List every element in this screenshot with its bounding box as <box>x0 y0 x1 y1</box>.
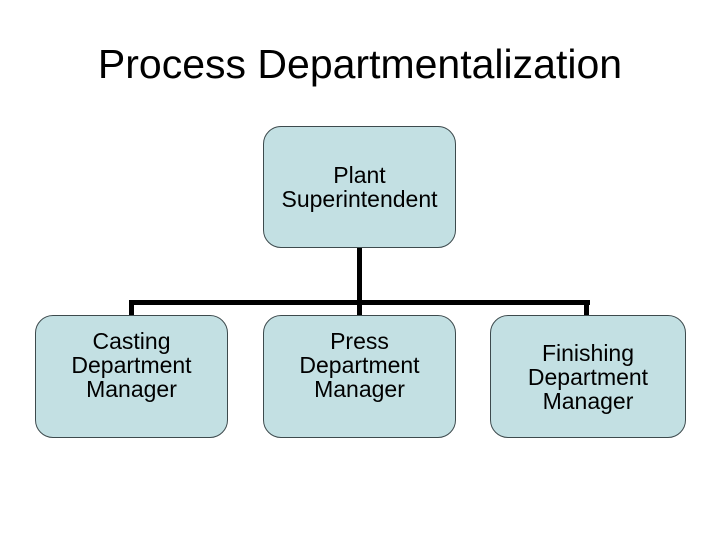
node-label: Casting Department Manager <box>71 329 191 401</box>
node-label-line: Manager <box>314 376 405 402</box>
connector-drop-casting <box>129 300 134 315</box>
node-label-line: Manager <box>86 376 177 402</box>
connector-drop-finishing <box>584 300 589 315</box>
connector-root-stem <box>357 248 362 315</box>
node-label-line: Department <box>299 352 420 378</box>
org-node-press-department-manager: Press Department Manager <box>263 315 456 438</box>
node-label-line: Department <box>71 352 192 378</box>
org-node-finishing-department-manager: Finishing Department Manager <box>490 315 686 438</box>
node-label: Finishing Department Manager <box>528 341 648 413</box>
node-label-line: Plant <box>333 162 386 188</box>
org-node-plant-superintendent: Plant Superintendent <box>263 126 456 248</box>
node-label: Press Department Manager <box>299 329 419 401</box>
slide-title: Process Departmentalization <box>97 41 623 87</box>
node-label-line: Press <box>330 328 389 354</box>
node-label-line: Department <box>527 363 649 390</box>
node-label-line: Superintendent <box>281 186 438 212</box>
node-label-line: Manager <box>542 387 634 414</box>
node-label: Plant Superintendent <box>281 163 437 211</box>
node-label-line: Casting <box>92 328 171 354</box>
connector-horizontal-rail <box>130 300 590 305</box>
node-label-line: Finishing <box>541 339 635 366</box>
org-node-casting-department-manager: Casting Department Manager <box>35 315 228 438</box>
